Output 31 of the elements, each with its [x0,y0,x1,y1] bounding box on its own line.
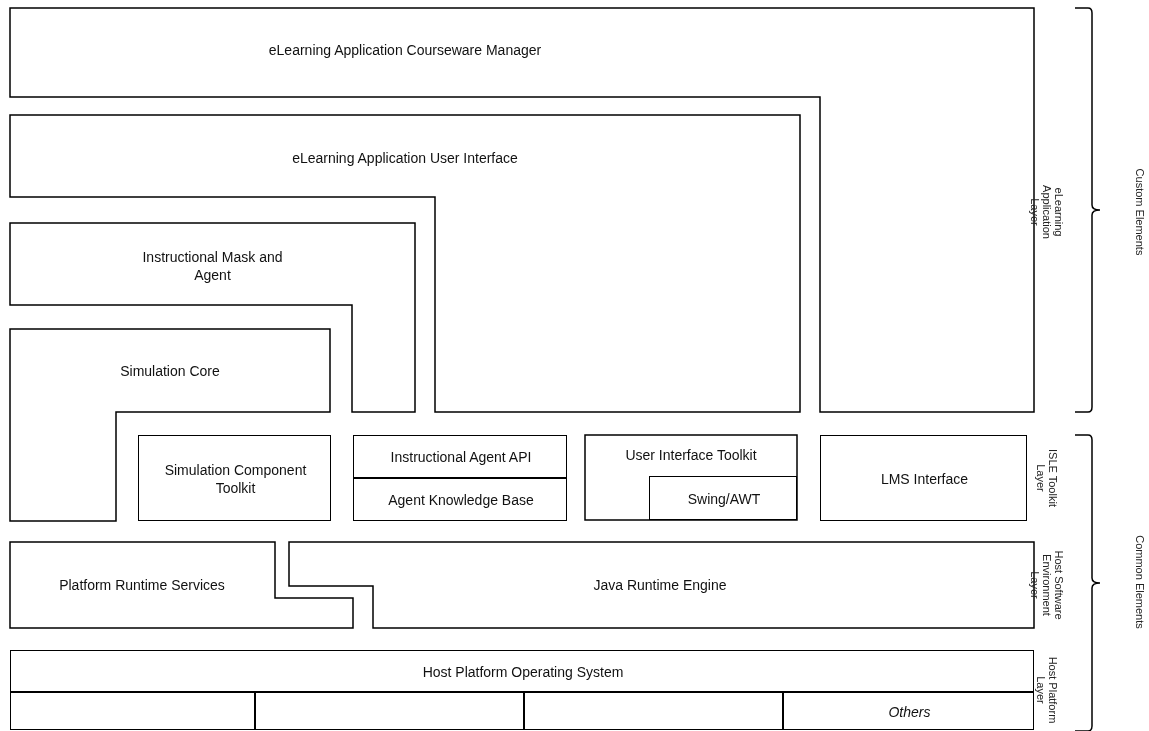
layer-block [585,435,797,520]
block-label: Java Runtime Engine [593,575,727,595]
layer-block [783,692,1034,730]
block-label: Instructional Mask and Agent [141,247,284,285]
layer-label: eLearning Application Layer [1027,184,1067,241]
layer-label: Host Software Environment Layer [1027,549,1067,621]
layer-block [10,542,353,628]
block-label: LMS Interface [880,469,969,489]
layer-block [820,435,1027,521]
block-label: Platform Runtime Services [59,575,225,595]
layer-label: Common Elements [1133,534,1148,631]
block-label: Instructional Agent API [390,448,532,467]
layer-block [138,435,331,521]
layer-block [10,650,1034,692]
layer-block [10,223,415,412]
block-label: Simulation Component Toolkit [163,460,308,498]
block-label: eLearning Application Courseware Manager [268,40,542,60]
layer-block [649,476,797,520]
block-label: Host Platform Operating System [422,662,624,682]
block-label: Agent Knowledge Base [388,491,534,510]
block-label: User Interface Toolkit [625,445,757,465]
layer-block [353,478,567,521]
layer-block [353,435,567,478]
block-label: Simulation Core [120,361,220,381]
layer-label: Host Platform Layer [1034,655,1061,726]
block-label: Swing/AWT [687,489,761,509]
block-label: eLearning Application User Interface [292,148,518,168]
layer-label: Custom Elements [1133,167,1148,258]
layer-label: ISLE Toolkit Layer [1034,448,1061,509]
block-label: Others [888,702,931,722]
layer-block [10,329,330,521]
